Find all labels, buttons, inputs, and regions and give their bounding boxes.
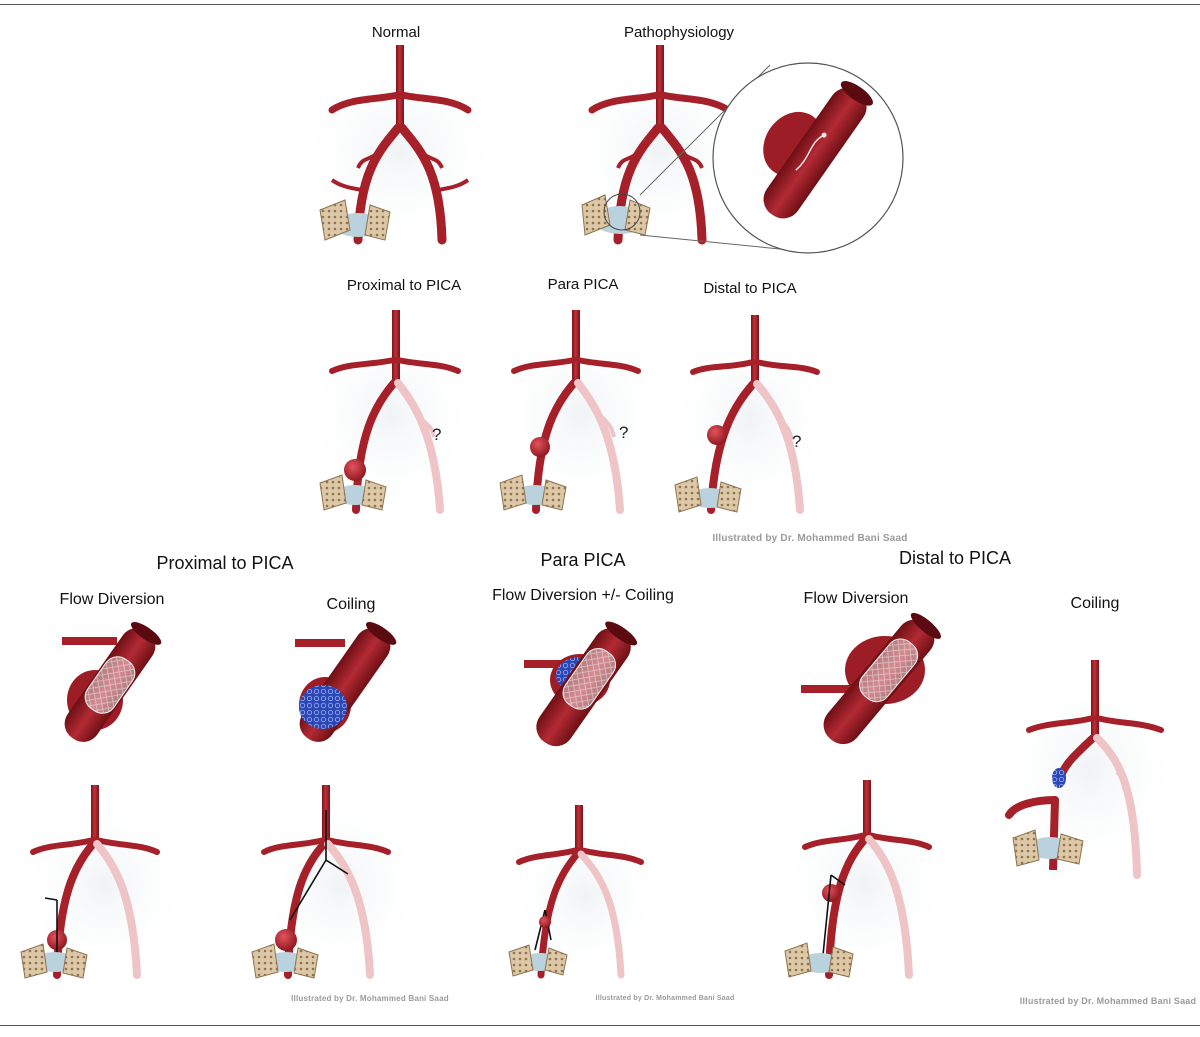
label-group-para: Para PICA — [540, 550, 626, 570]
label-proximal-coiling: Coiling — [326, 596, 376, 613]
label-mid-para: Para PICA — [547, 276, 619, 293]
label-group-proximal: Proximal to PICA — [156, 553, 294, 573]
proximal-coiling-closeup — [295, 621, 397, 742]
para-treated — [507, 805, 663, 980]
bottom-border — [0, 1025, 1200, 1026]
credit-bottom-middle: Illustrated by Dr. Mohammed Bani Saad — [595, 995, 735, 1002]
proximal-flow-diversion-treated — [17, 785, 193, 980]
mid-distal-illustration — [665, 315, 835, 520]
pathophysiology-illustration — [565, 45, 755, 250]
zoom-inset — [639, 62, 904, 254]
question-mark-para: ? — [619, 423, 629, 442]
top-border — [0, 4, 1200, 5]
label-para-fd-coiling: Flow Diversion +/- Coiling — [492, 587, 674, 604]
normal-vertebrobasilar-illustration — [295, 45, 505, 250]
distal-flow-diversion-treated — [777, 780, 953, 985]
label-mid-distal: Distal to PICA — [703, 280, 797, 297]
credit-bottom-right: Illustrated by Dr. Mohammed Bani Saad — [1019, 996, 1197, 1006]
label-proximal-flow-diversion: Flow Diversion — [59, 591, 165, 608]
credit-bottom-left: Illustrated by Dr. Mohammed Bani Saad — [291, 994, 449, 1003]
proximal-coiling-treated — [251, 785, 428, 980]
credit-middle: Illustrated by Dr. Mohammed Bani Saad — [712, 533, 908, 544]
question-mark-proximal: ? — [432, 425, 442, 444]
question-mark-distal: ? — [792, 432, 802, 451]
label-pathophysiology: Pathophysiology — [623, 24, 735, 41]
mid-para-illustration — [492, 310, 668, 515]
distal-coiling-illustration — [997, 660, 1183, 880]
label-mid-proximal: Proximal to PICA — [346, 277, 462, 294]
label-normal: Normal — [371, 24, 421, 41]
label-group-distal: Distal to PICA — [898, 548, 1012, 568]
mid-proximal-illustration — [302, 310, 478, 515]
label-distal-flow-diversion: Flow Diversion — [803, 590, 909, 607]
proximal-flow-diversion-closeup — [62, 621, 162, 742]
label-distal-coiling: Coiling — [1070, 595, 1120, 612]
para-fd-coiling-closeup — [524, 621, 638, 747]
distal-flow-diversion-closeup — [801, 612, 941, 745]
